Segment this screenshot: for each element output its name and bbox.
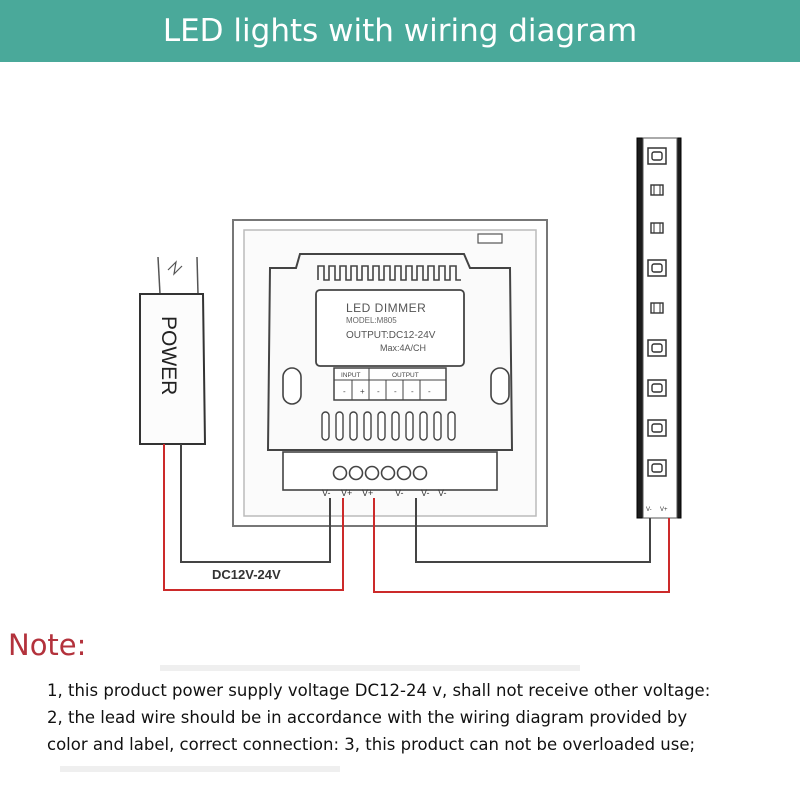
vent-slot xyxy=(433,411,442,441)
vent-slot xyxy=(391,411,400,441)
terminal-label: V- xyxy=(421,488,430,498)
note-line: color and label, correct connection: 3, … xyxy=(47,735,696,754)
faint-rule xyxy=(160,665,580,671)
terminal-label: V- xyxy=(395,488,404,498)
terminal-label: V- xyxy=(322,488,331,498)
vent-slots xyxy=(321,411,456,441)
note-title: Note: xyxy=(8,628,87,662)
voltage-label: DC12V-24V xyxy=(212,567,281,582)
terminal-label: V- xyxy=(438,488,447,498)
panel-notch xyxy=(477,233,503,244)
heat-sink-teeth xyxy=(317,265,461,281)
resistor-chip xyxy=(650,222,664,234)
terminal-screw xyxy=(380,465,396,481)
power-supply: POWER xyxy=(139,256,207,445)
terminal-screw xyxy=(396,465,412,481)
terminal-label: V+ xyxy=(362,488,373,498)
led-lens xyxy=(651,263,663,273)
led-lens xyxy=(651,343,663,353)
terminal-screw xyxy=(332,465,348,481)
wire-strip-positive xyxy=(373,498,670,593)
dimmer-model: MODEL:M805 xyxy=(346,316,397,325)
output-label: OUTPUT xyxy=(392,372,419,379)
terminal-screw xyxy=(348,465,364,481)
pin-signs: - + - - - - xyxy=(343,380,431,400)
pin-sign: + xyxy=(360,387,365,396)
header-banner: LED lights with wiring diagram xyxy=(0,0,800,62)
dimmer-output-spec: OUTPUT:DC12-24V xyxy=(346,330,436,341)
led-dimmer-panel: LED DIMMER MODEL:M805 OUTPUT:DC12-24V Ma… xyxy=(232,219,548,527)
note-line: 2, the lead wire should be in accordance… xyxy=(47,708,688,727)
mount-hole-left xyxy=(282,367,302,405)
vent-slot xyxy=(419,411,428,441)
resistor-chip xyxy=(650,302,664,314)
terminal-block xyxy=(332,465,428,481)
led-lens xyxy=(651,423,663,433)
vent-slot xyxy=(349,411,358,441)
pin-sign: - xyxy=(428,387,431,396)
led-lens xyxy=(651,463,663,473)
pin-sign: - xyxy=(411,387,414,396)
vent-slot xyxy=(405,411,414,441)
break-mark-icon xyxy=(167,260,183,276)
input-label: INPUT xyxy=(341,372,361,379)
faint-rule xyxy=(60,766,340,772)
terminal-screw xyxy=(412,465,428,481)
page-title: LED lights with wiring diagram xyxy=(162,13,638,49)
wire-power-positive xyxy=(163,444,344,591)
dimmer-max-spec: Max:4A/CH xyxy=(380,343,426,353)
wire-strip-negative xyxy=(415,498,651,563)
wires xyxy=(163,444,670,593)
pin-sign: - xyxy=(377,387,380,396)
heat-sink-outline xyxy=(317,265,461,281)
led-lens xyxy=(651,383,663,393)
vent-slot xyxy=(377,411,386,441)
strip-terminal-label: V+ xyxy=(660,507,668,513)
pin-sign: - xyxy=(343,387,346,396)
vent-slot xyxy=(335,411,344,441)
note-line: 1, this product power supply voltage DC1… xyxy=(47,681,711,700)
led-chips xyxy=(647,147,667,477)
wire-power-negative xyxy=(180,444,331,563)
led-lens xyxy=(651,151,663,161)
resistor-chip xyxy=(650,184,664,196)
terminal-label: V+ xyxy=(341,488,352,498)
led-strip: V- V+ xyxy=(636,137,682,519)
terminal-labels: V- V+ V+ V- V- V- xyxy=(322,488,447,498)
vent-slot xyxy=(363,411,372,441)
strip-terminal-label: V- xyxy=(646,507,652,513)
terminal-screw xyxy=(364,465,380,481)
pin-sign: - xyxy=(394,387,397,396)
wiring-diagram: POWER LED DIMMER MODEL:M805 OUTPUT:DC12-… xyxy=(139,137,682,593)
dimmer-title: LED DIMMER xyxy=(346,301,426,315)
vent-slot xyxy=(321,411,330,441)
mount-hole-right xyxy=(490,367,510,405)
power-label: POWER xyxy=(157,316,180,395)
vent-slot xyxy=(447,411,456,441)
